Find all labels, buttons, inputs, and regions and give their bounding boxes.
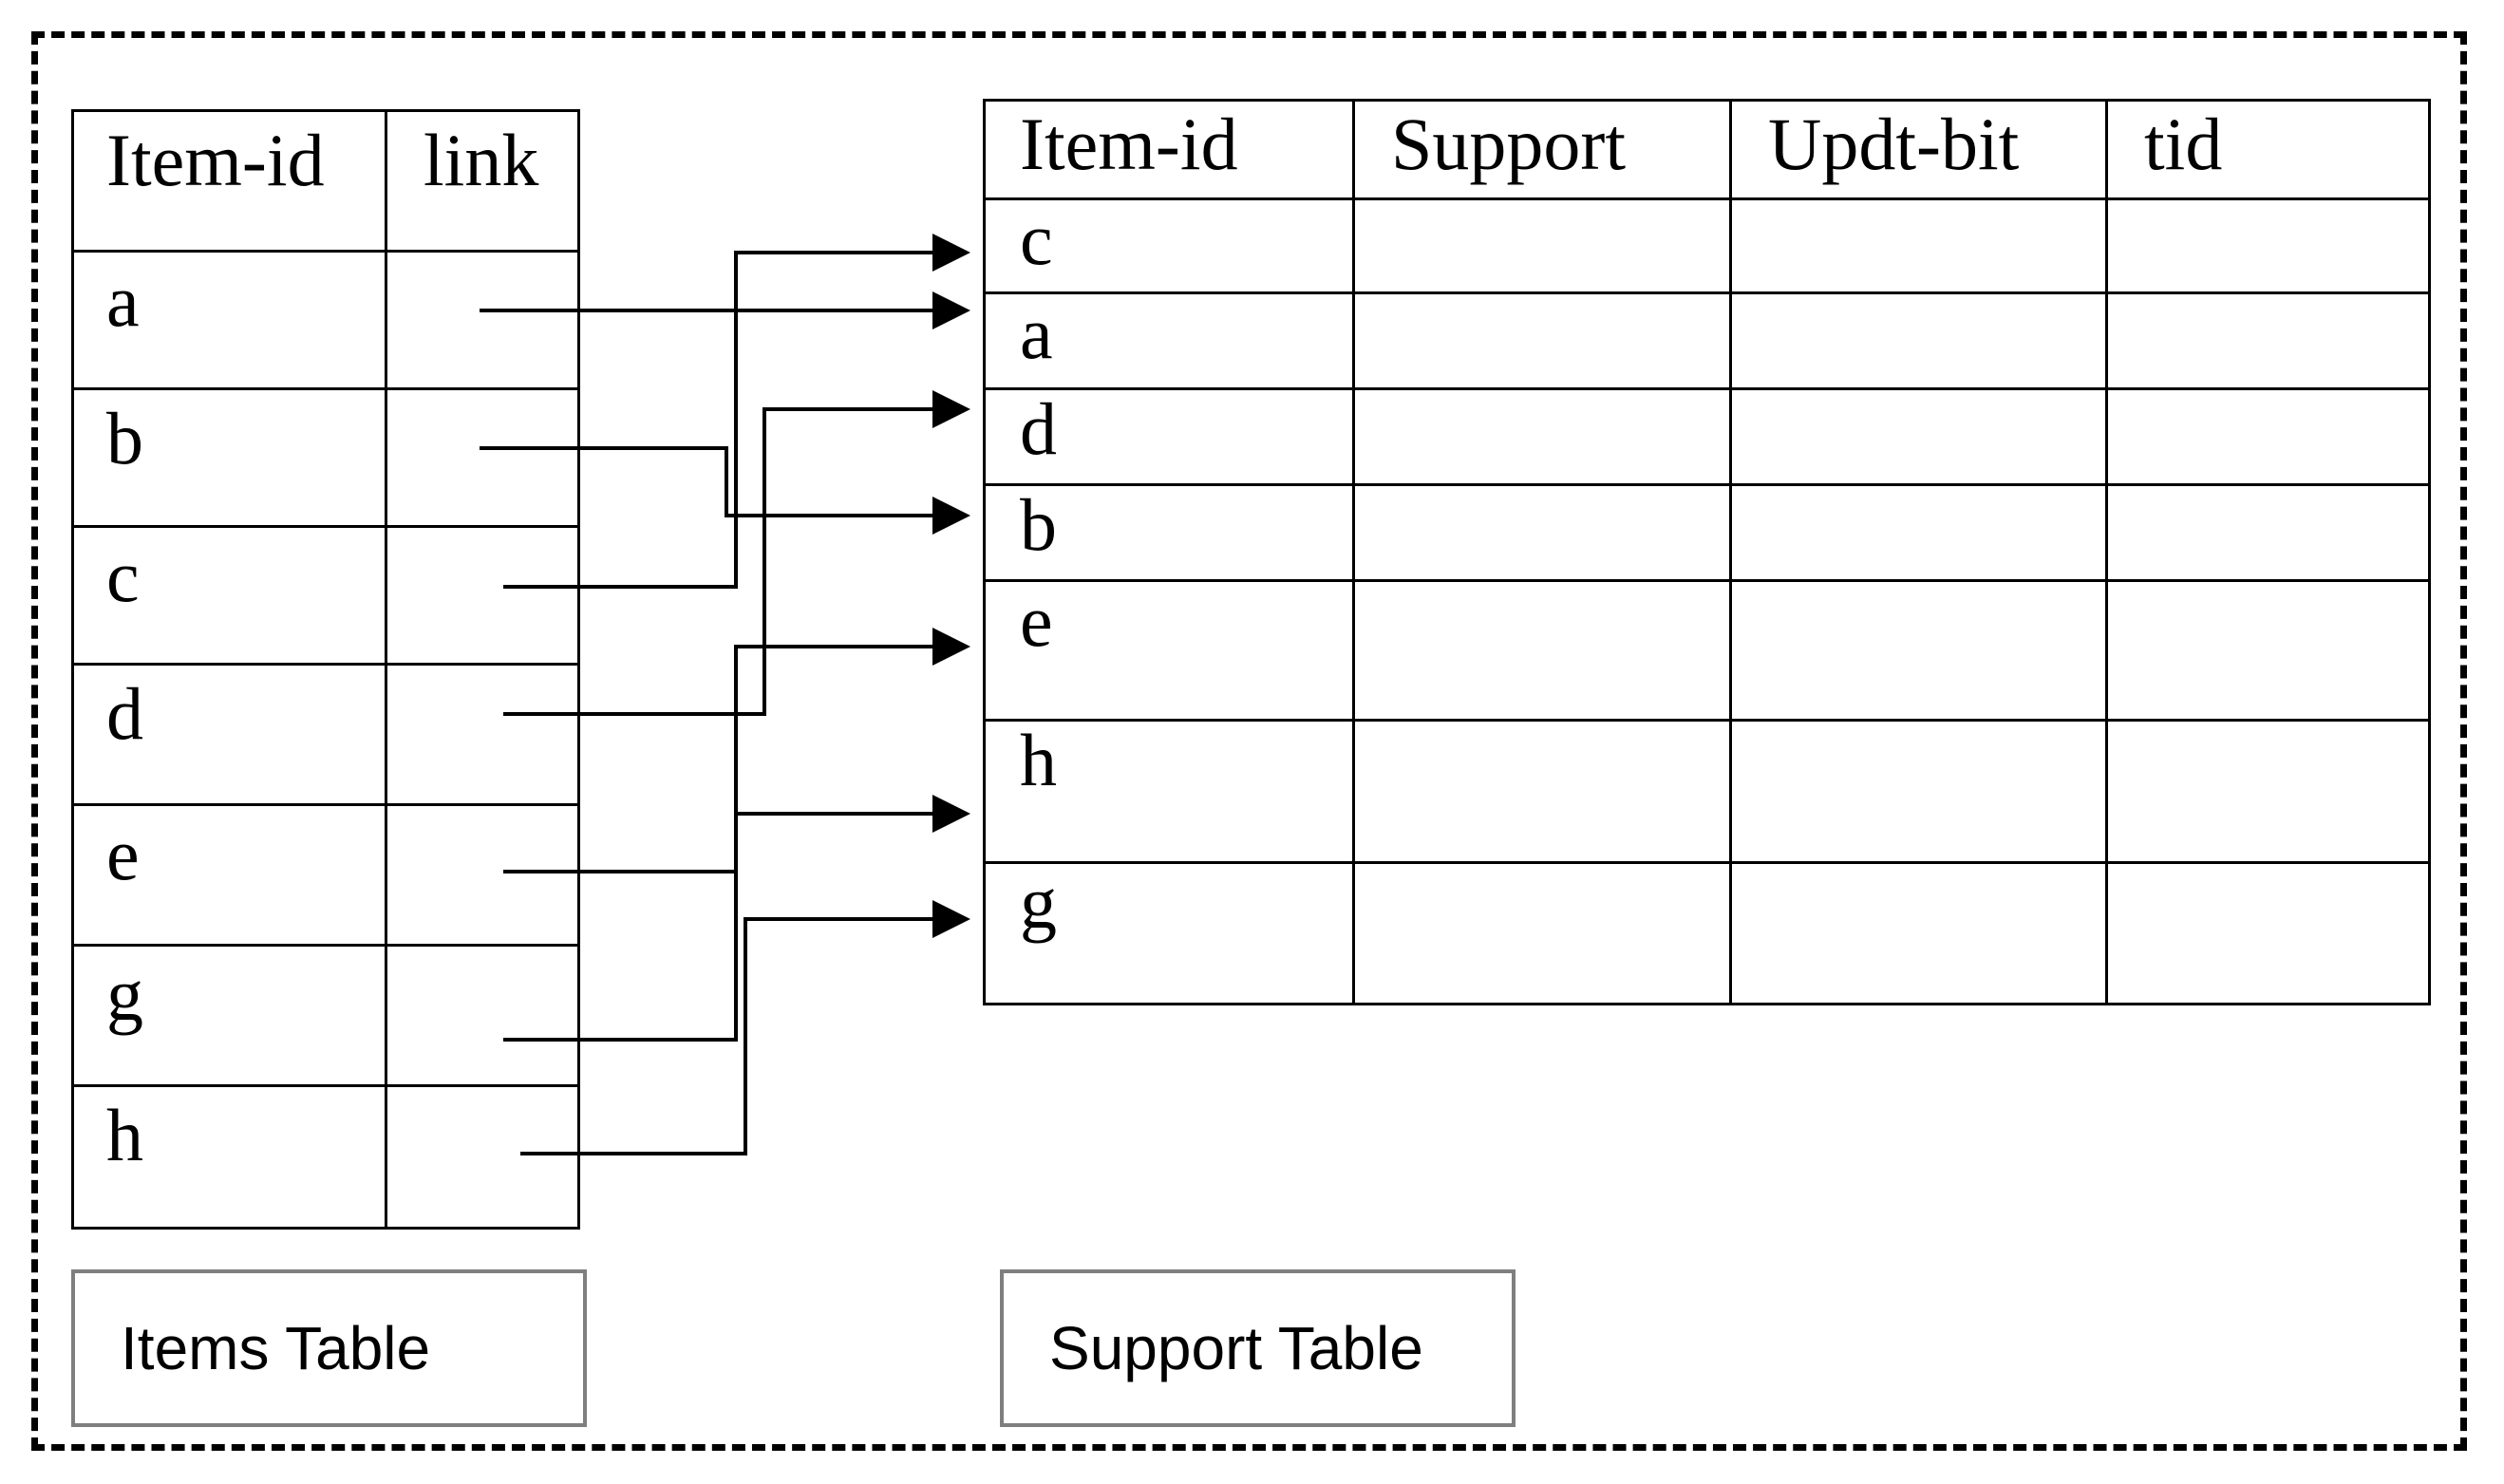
support-row: e — [983, 579, 2431, 722]
support-row-id: e — [983, 579, 1355, 722]
support-row-tid — [2105, 719, 2431, 864]
support-row-updt-bit — [1729, 719, 2108, 864]
support-row-tid — [2105, 861, 2431, 1005]
support-row-support — [1352, 719, 1732, 864]
support-row-id: g — [983, 861, 1355, 1005]
support-row-support — [1352, 861, 1732, 1005]
support-row-support — [1352, 291, 1732, 390]
items-row: d — [71, 663, 580, 806]
support-row-updt-bit — [1729, 483, 2108, 582]
support-row-tid — [2105, 197, 2431, 294]
support-row-id: d — [983, 387, 1355, 486]
support-row-id: b — [983, 483, 1355, 582]
support-row-support — [1352, 197, 1732, 294]
support-row: d — [983, 387, 2431, 486]
items-row-link-cell — [385, 663, 580, 806]
support-row-updt-bit — [1729, 861, 2108, 1005]
items-row: c — [71, 525, 580, 666]
items-row: g — [71, 944, 580, 1087]
items-row-id: e — [71, 803, 387, 947]
items-row: e — [71, 803, 580, 947]
items-row-id: b — [71, 387, 387, 528]
support-row-id: a — [983, 291, 1355, 390]
items-table: Item-id link a b c d e g h — [71, 109, 580, 1230]
link-arrow-d — [503, 390, 970, 716]
support-row-id: c — [983, 197, 1355, 294]
support-row-tid — [2105, 291, 2431, 390]
items-row-id: c — [71, 525, 387, 666]
items-row-link-cell — [385, 250, 580, 390]
support-row-updt-bit — [1729, 197, 2108, 294]
link-arrow-b — [480, 446, 970, 535]
items-row-link-cell — [385, 387, 580, 528]
items-row-link-cell — [385, 1084, 580, 1230]
support-table-caption: Support Table — [1000, 1269, 1516, 1427]
link-arrow-g — [503, 795, 970, 1042]
support-header-item-id: Item-id — [983, 99, 1355, 200]
items-row-id: a — [71, 250, 387, 390]
support-header-support: Support — [1352, 99, 1732, 200]
support-table-caption-label: Support Table — [1049, 1314, 1423, 1382]
support-row: a — [983, 291, 2431, 390]
items-row-id: h — [71, 1084, 387, 1230]
support-row: g — [983, 861, 2431, 1005]
link-arrow-c — [503, 234, 970, 589]
link-arrow-e — [503, 628, 970, 873]
support-row-tid — [2105, 483, 2431, 582]
items-row-id: d — [71, 663, 387, 806]
support-table-header-row: Item-id Support Updt-bit tid — [983, 99, 2431, 200]
diagram-frame — [31, 31, 2467, 1451]
support-row: b — [983, 483, 2431, 582]
items-table-header-row: Item-id link — [71, 109, 580, 253]
support-row-tid — [2105, 579, 2431, 722]
items-header-item-id: Item-id — [71, 109, 387, 253]
support-row-updt-bit — [1729, 387, 2108, 486]
support-row-support — [1352, 579, 1732, 722]
items-row: b — [71, 387, 580, 528]
support-row: h — [983, 719, 2431, 864]
support-row-tid — [2105, 387, 2431, 486]
items-row-link-cell — [385, 944, 580, 1087]
items-row: a — [71, 250, 580, 390]
items-row: h — [71, 1084, 580, 1230]
items-row-link-cell — [385, 803, 580, 947]
link-arrow-h — [520, 900, 970, 1155]
support-table: Item-id Support Updt-bit tid c a d b e h… — [983, 99, 2431, 1005]
items-row-link-cell — [385, 525, 580, 666]
items-table-caption: Items Table — [71, 1269, 587, 1427]
support-row-support — [1352, 387, 1732, 486]
support-row: c — [983, 197, 2431, 294]
support-header-tid: tid — [2105, 99, 2431, 200]
items-row-id: g — [71, 944, 387, 1087]
support-row-updt-bit — [1729, 579, 2108, 722]
support-header-updt-bit: Updt-bit — [1729, 99, 2108, 200]
support-row-id: h — [983, 719, 1355, 864]
support-row-updt-bit — [1729, 291, 2108, 390]
support-row-support — [1352, 483, 1732, 582]
items-table-caption-label: Items Table — [121, 1314, 431, 1382]
items-header-link: link — [385, 109, 580, 253]
